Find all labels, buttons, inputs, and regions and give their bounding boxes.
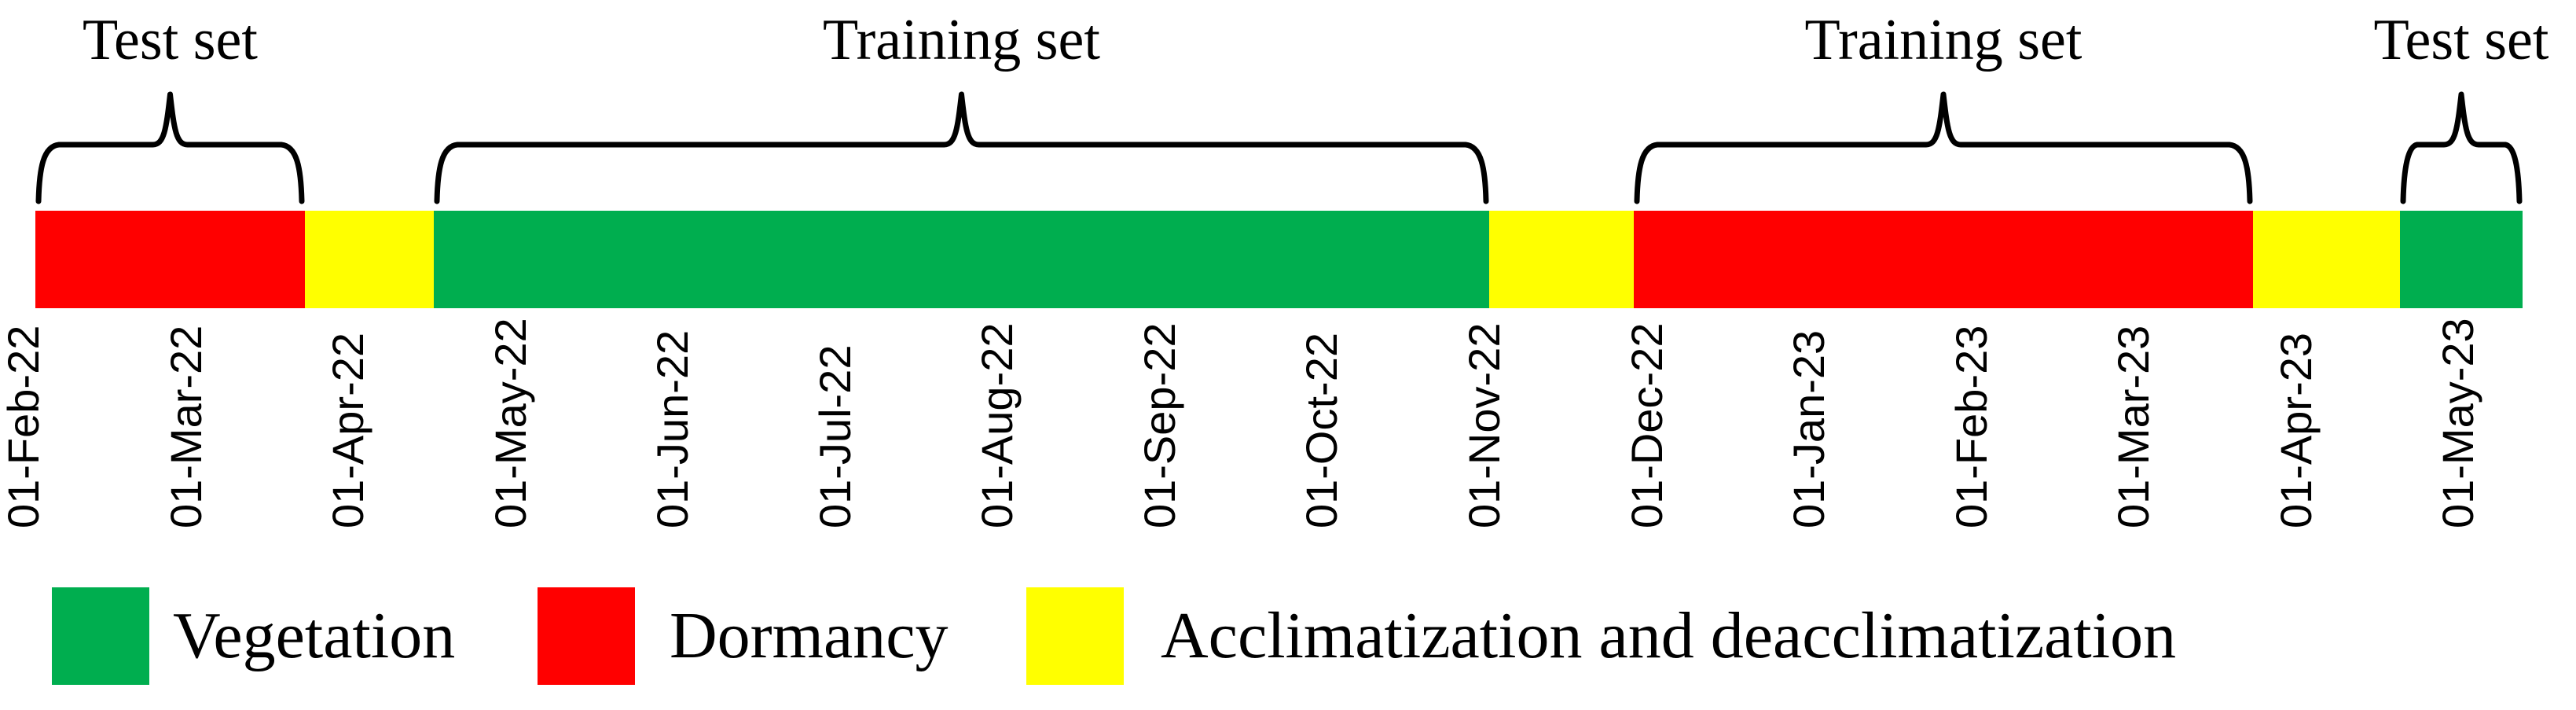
date-tick-label: 01-Dec-22: [1621, 322, 1671, 528]
date-tick-label: 01-Aug-22: [972, 322, 1022, 528]
training-set-label: Training set: [1804, 8, 2082, 72]
date-tick-label: 01-Jun-22: [648, 329, 698, 528]
date-tick-label: 01-Jul-22: [809, 344, 860, 528]
brace-test: [2400, 91, 2523, 201]
date-tick-label: 01-Nov-22: [1459, 322, 1509, 528]
timeline-segment-acclimatization: [2253, 211, 2400, 308]
date-tick-label: 01-Mar-22: [160, 325, 211, 528]
legend-label-acclimatization: Acclimatization and deacclimatization: [1161, 599, 2177, 672]
legend-label-vegetation: Vegetation: [173, 599, 456, 672]
timeline-segment-dormancy: [35, 211, 305, 308]
training-set-label: Training set: [823, 8, 1100, 72]
test-set-label: Test set: [2373, 8, 2549, 72]
brace-test: [35, 91, 305, 201]
brace-training: [434, 91, 1489, 201]
date-tick-label: 01-Feb-22: [0, 325, 48, 528]
legend-label-dormancy: Dormancy: [670, 599, 949, 672]
date-tick-label: 01-Oct-22: [1297, 333, 1347, 528]
timeline-segment-acclimatization: [305, 211, 434, 308]
legend-swatch-vegetation: [52, 587, 149, 685]
date-tick-label: 01-Feb-23: [1946, 325, 1996, 528]
date-tick-label: 01-May-23: [2433, 318, 2483, 528]
timeline-segment-vegetation: [2400, 211, 2523, 308]
date-tick-label: 01-Jan-23: [1784, 329, 1834, 528]
legend-swatch-dormancy: [538, 587, 635, 685]
brace-training: [1634, 91, 2253, 201]
date-tick-label: 01-May-22: [485, 318, 535, 528]
date-tick-label: 01-Sep-22: [1134, 322, 1184, 528]
timeline-segment-acclimatization: [1489, 211, 1634, 308]
timeline-segment-vegetation: [434, 211, 1489, 308]
timeline-segment-dormancy: [1634, 211, 2253, 308]
legend-swatch-acclimatization: [1026, 587, 1124, 685]
test-set-label: Test set: [83, 8, 258, 72]
date-tick-label: 01-Mar-23: [2108, 325, 2159, 528]
date-tick-label: 01-Apr-23: [2270, 332, 2321, 528]
date-tick-label: 01-Apr-22: [323, 332, 373, 528]
timeline-bar: [35, 211, 2523, 308]
